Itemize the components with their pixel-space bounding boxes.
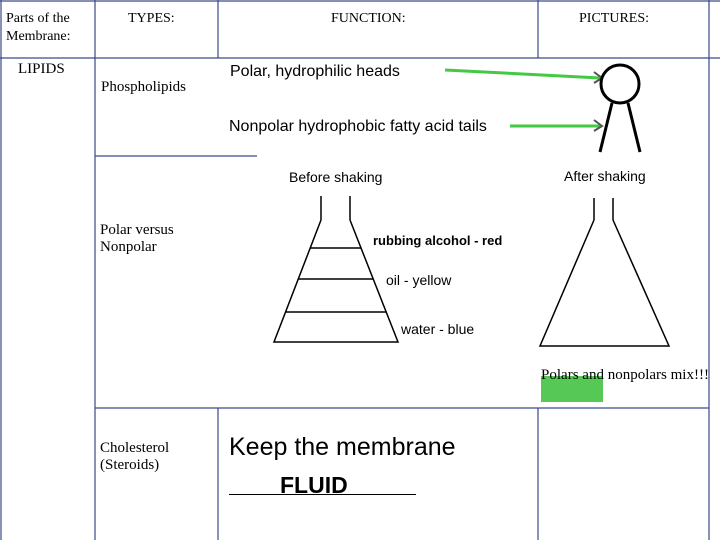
after-shaking-title: After shaking: [564, 168, 646, 184]
flask-after-image: After shaking: [537, 160, 673, 352]
header-parts: Parts of the Membrane:: [6, 11, 71, 44]
fluid-word: FLUID: [280, 472, 348, 498]
polar-vs-nonpolar-label: Polar versus Nonpolar: [100, 222, 174, 255]
phospholipids-label: Phospholipids: [101, 79, 187, 95]
flask-after-drawing: [538, 198, 671, 347]
cholesterol-function: Keep the membrane: [229, 433, 456, 461]
cholesterol-label: Cholesterol (Steroids): [100, 440, 170, 473]
header-pictures: PICTURES:: [579, 11, 650, 26]
phospholipid-icon: [598, 63, 642, 153]
flask-before-image: Before shaking rubbing alcohol - red oil…: [258, 156, 540, 356]
layer-oil-label: oil - yellow: [386, 272, 452, 288]
green-highlight: [541, 376, 603, 402]
layer-water-label: water - blue: [401, 321, 475, 337]
header-types: TYPES:: [128, 11, 175, 26]
layer-alcohol-label: rubbing alcohol - red: [373, 233, 503, 248]
flask-before-drawing: [258, 156, 540, 356]
polars-note: Polars and nonpolars mix!!!: [541, 367, 709, 383]
heads-function: Polar, hydrophilic heads: [230, 63, 400, 80]
header-function: FUNCTION:: [331, 11, 406, 26]
tails-function: Nonpolar hydrophobic fatty acid tails: [229, 118, 487, 135]
before-shaking-title: Before shaking: [289, 169, 383, 185]
lipids-label: LIPIDS: [18, 61, 65, 77]
fluid-blank-line: [229, 494, 416, 495]
green-arrows: [444, 68, 604, 132]
